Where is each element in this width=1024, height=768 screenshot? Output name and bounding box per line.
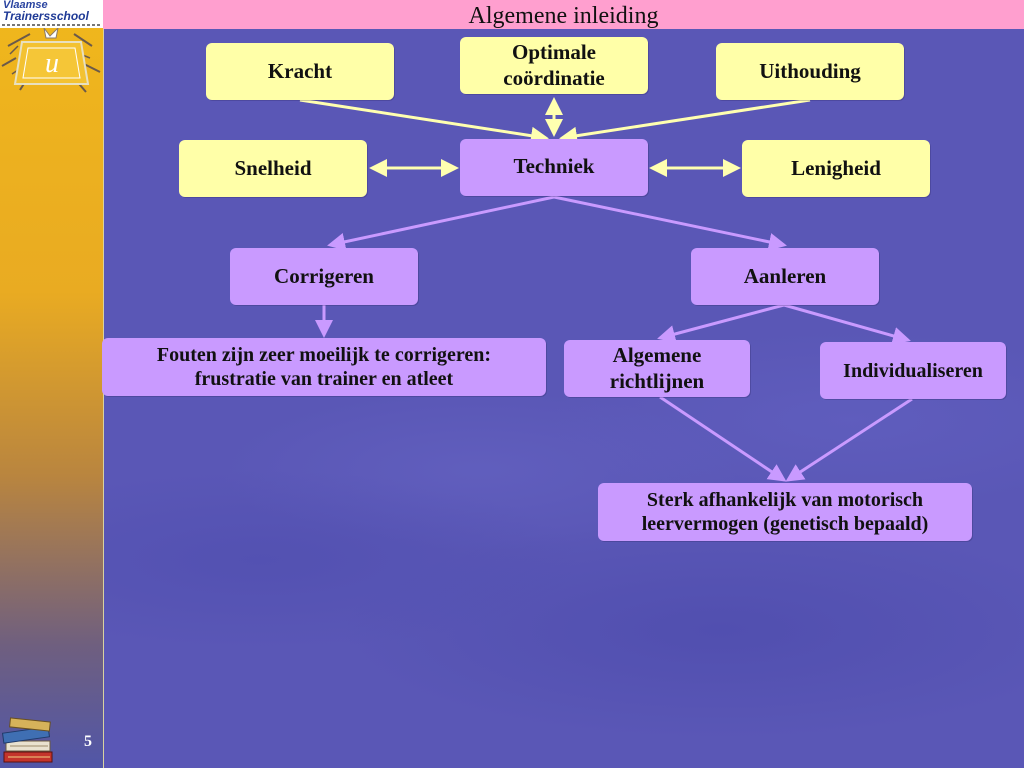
edge-aanleren-individualiseren <box>783 303 911 345</box>
node-fouten-label-1: Fouten zijn zeer moeilijk te corrigeren: <box>156 344 492 366</box>
sidebar: Vlaamse Trainersschool u 5 <box>0 0 104 768</box>
node-aanleren-label: Aanleren <box>743 263 827 288</box>
edge-uithouding-techniek <box>559 98 811 145</box>
node-techniek: Techniek <box>460 139 648 196</box>
node-snelheid: Snelheid <box>179 140 367 197</box>
node-optimale-label-1: Optimale <box>511 40 596 65</box>
school-emblem-icon: u <box>1 28 101 93</box>
node-uithouding: Uithouding <box>716 43 904 100</box>
edge-individualiseren-sterk <box>785 397 913 482</box>
node-snelheid-label: Snelheid <box>234 155 312 180</box>
node-lenigheid: Lenigheid <box>742 140 930 197</box>
node-fouten: Fouten zijn zeer moeilijk te corrigeren:… <box>102 338 546 396</box>
node-sterk-label-1: Sterk afhankelijk van motorisch <box>646 489 924 511</box>
node-sterk-label-2: leervermogen (genetisch bepaald) <box>641 513 929 535</box>
node-individualiseren: Individualiseren <box>820 342 1006 399</box>
edge-aanleren-algemene <box>657 303 785 343</box>
node-techniek-label: Techniek <box>513 154 595 178</box>
logo-line-1: Vlaamse <box>3 0 48 11</box>
node-sterk-afhankelijk: Sterk afhankelijk van motorisch leerverm… <box>598 483 972 541</box>
node-corrigeren-label: Corrigeren <box>274 263 374 288</box>
edge-techniek-corrigeren <box>327 195 555 251</box>
node-aanleren: Aanleren <box>691 248 879 305</box>
logo-line-2: Trainersschool <box>3 9 89 23</box>
node-algemene-richtlijnen: Algemene richtlijnen <box>564 340 750 397</box>
slide-title: Algemene inleiding <box>468 3 659 29</box>
node-lenigheid-label: Lenigheid <box>791 155 881 180</box>
node-uithouding-label: Uithouding <box>759 58 861 83</box>
node-optimale-label-2: coördinatie <box>503 65 605 90</box>
title-bar <box>103 0 1024 29</box>
node-algemene-label-2: richtlijnen <box>609 368 705 393</box>
node-kracht: Kracht <box>206 43 394 100</box>
node-corrigeren: Corrigeren <box>230 248 418 305</box>
book-stack-icon <box>1 717 53 763</box>
emblem-letter: u <box>45 48 59 79</box>
slide-number: 5 <box>84 733 92 750</box>
logo: Vlaamse Trainersschool <box>0 0 103 28</box>
node-algemene-label-1: Algemene <box>612 343 702 368</box>
node-kracht-label: Kracht <box>267 58 333 83</box>
logo-divider <box>2 24 101 26</box>
edge-algemene-sterk <box>659 395 787 482</box>
node-optimale-coordinatie: Optimale coördinatie <box>460 37 648 94</box>
edge-kracht-techniek <box>299 98 549 145</box>
node-individualiseren-label: Individualiseren <box>843 359 983 382</box>
edge-techniek-aanleren <box>553 195 787 251</box>
node-fouten-label-2: frustratie van trainer en atleet <box>194 368 454 390</box>
